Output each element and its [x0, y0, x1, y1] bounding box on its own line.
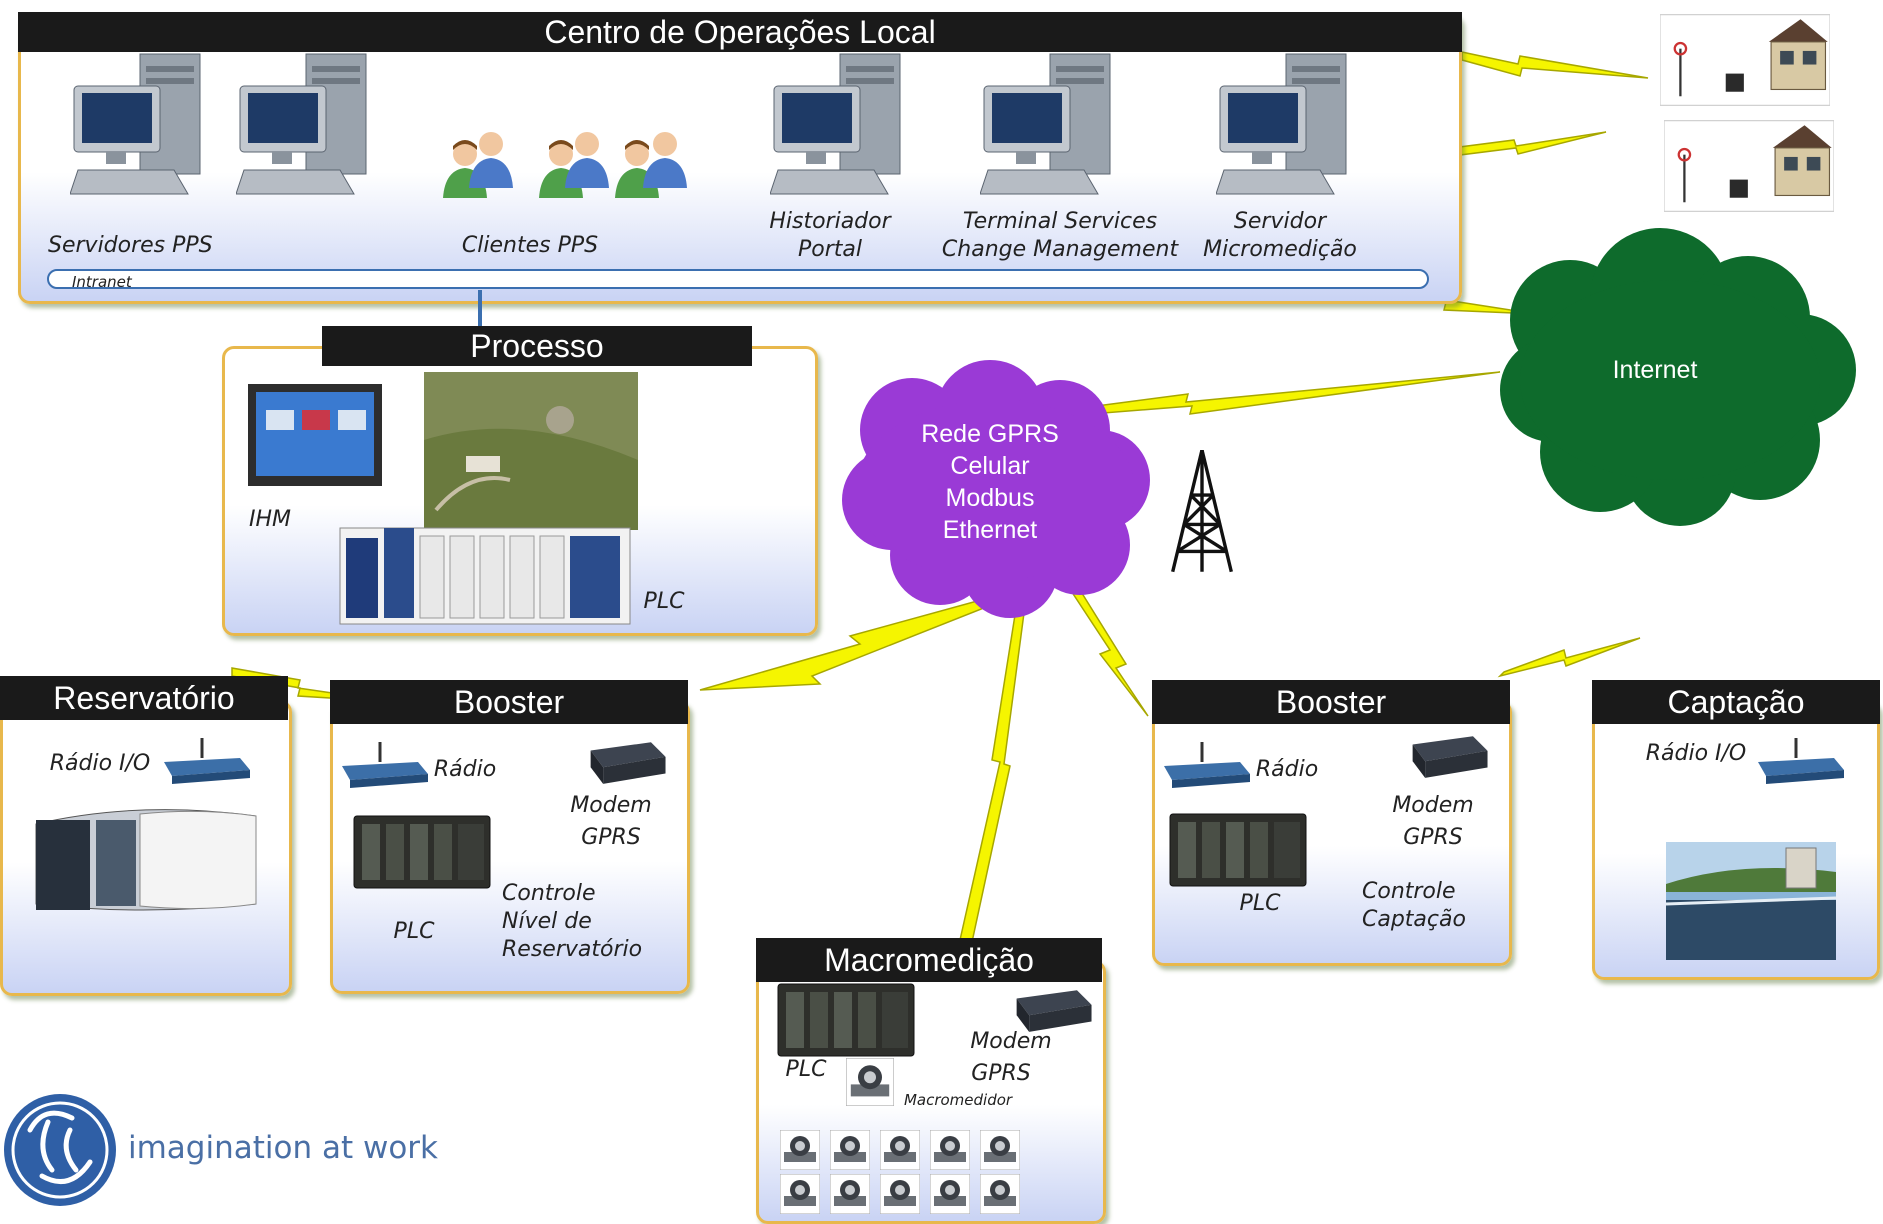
processo-title: Processo [322, 326, 752, 366]
servidor-label-1: Servidor [1233, 209, 1327, 234]
booster1-title: Booster [330, 680, 688, 724]
bolt-internet-gprs [1065, 371, 1501, 417]
gprs-line-1: Rede GPRS [921, 420, 1059, 448]
booster1-ctrl-label-1: Controle [502, 881, 596, 906]
booster2-ctrl-label-2: Captação [1362, 907, 1466, 932]
servidor-label-2: Micromedição [1203, 237, 1357, 262]
internet-cloud [1500, 228, 1856, 526]
booster2-plc-label: PLC [1239, 891, 1281, 916]
booster1-radio-label: Rádio [433, 757, 497, 782]
booster1-modem-label-1: Modem [570, 793, 652, 818]
bolt-captacao-booster2 [1497, 637, 1641, 678]
macro-plc-label: PLC [785, 1057, 827, 1082]
booster2-modem-label-1: Modem [1392, 793, 1474, 818]
gprs-line-4: Ethernet [942, 516, 1038, 544]
booster2-modem-label-2: GPRS [1403, 825, 1463, 850]
processo-panel [222, 346, 818, 636]
booster1-ctrl-label-2: Nível de [502, 909, 592, 934]
gprs-line-2: Celular [950, 452, 1030, 480]
macromedidor-label: Macromedidor [903, 1091, 1013, 1109]
centro-title: Centro de Operações Local [18, 12, 1462, 52]
booster1-modem-label-2: GPRS [581, 825, 641, 850]
servidores-label: Servidores PPS [48, 233, 213, 258]
terminal-label-1: Terminal Services [962, 209, 1158, 234]
captacao-title: Captação [1592, 680, 1880, 724]
gprs-line-3: Modbus [945, 484, 1035, 512]
captacao-radio-label: Rádio I/O [1645, 741, 1747, 766]
historiador-label-2: Portal [798, 237, 862, 262]
reservatorio-radio-label: Rádio I/O [49, 751, 151, 776]
clientes-label: Clientes PPS [461, 233, 599, 258]
reservatorio-title: Reservatório [0, 676, 288, 720]
ge-tagline: imagination at work [128, 1130, 438, 1166]
bolt-gprs-macro [959, 595, 1027, 943]
bolt-gprs-booster2 [1058, 573, 1149, 717]
bolt-gprs-booster1 [699, 590, 1012, 691]
internet-label: Internet [1612, 356, 1698, 384]
booster1-plc-label: PLC [393, 919, 435, 944]
booster2-radio-label: Rádio [1255, 757, 1319, 782]
reservatorio-panel [0, 700, 292, 996]
booster1-ctrl-label-3: Reservatório [502, 937, 643, 962]
intranet-label: Intranet [72, 273, 132, 291]
gprs-cloud [842, 360, 1150, 618]
bolt-to-house-1 [1461, 51, 1649, 79]
terminal-label-2: Change Management [941, 237, 1179, 262]
processo-plc-label: PLC [643, 589, 685, 614]
booster2-ctrl-label-1: Controle [1362, 879, 1456, 904]
macro-modem-label-2: GPRS [971, 1061, 1031, 1086]
ihm-label: IHM [248, 507, 291, 532]
macro-modem-label-1: Modem [970, 1029, 1052, 1054]
historiador-label-1: Historiador [769, 209, 891, 234]
booster2-title: Booster [1152, 680, 1510, 724]
macro-title: Macromedição [756, 938, 1102, 982]
